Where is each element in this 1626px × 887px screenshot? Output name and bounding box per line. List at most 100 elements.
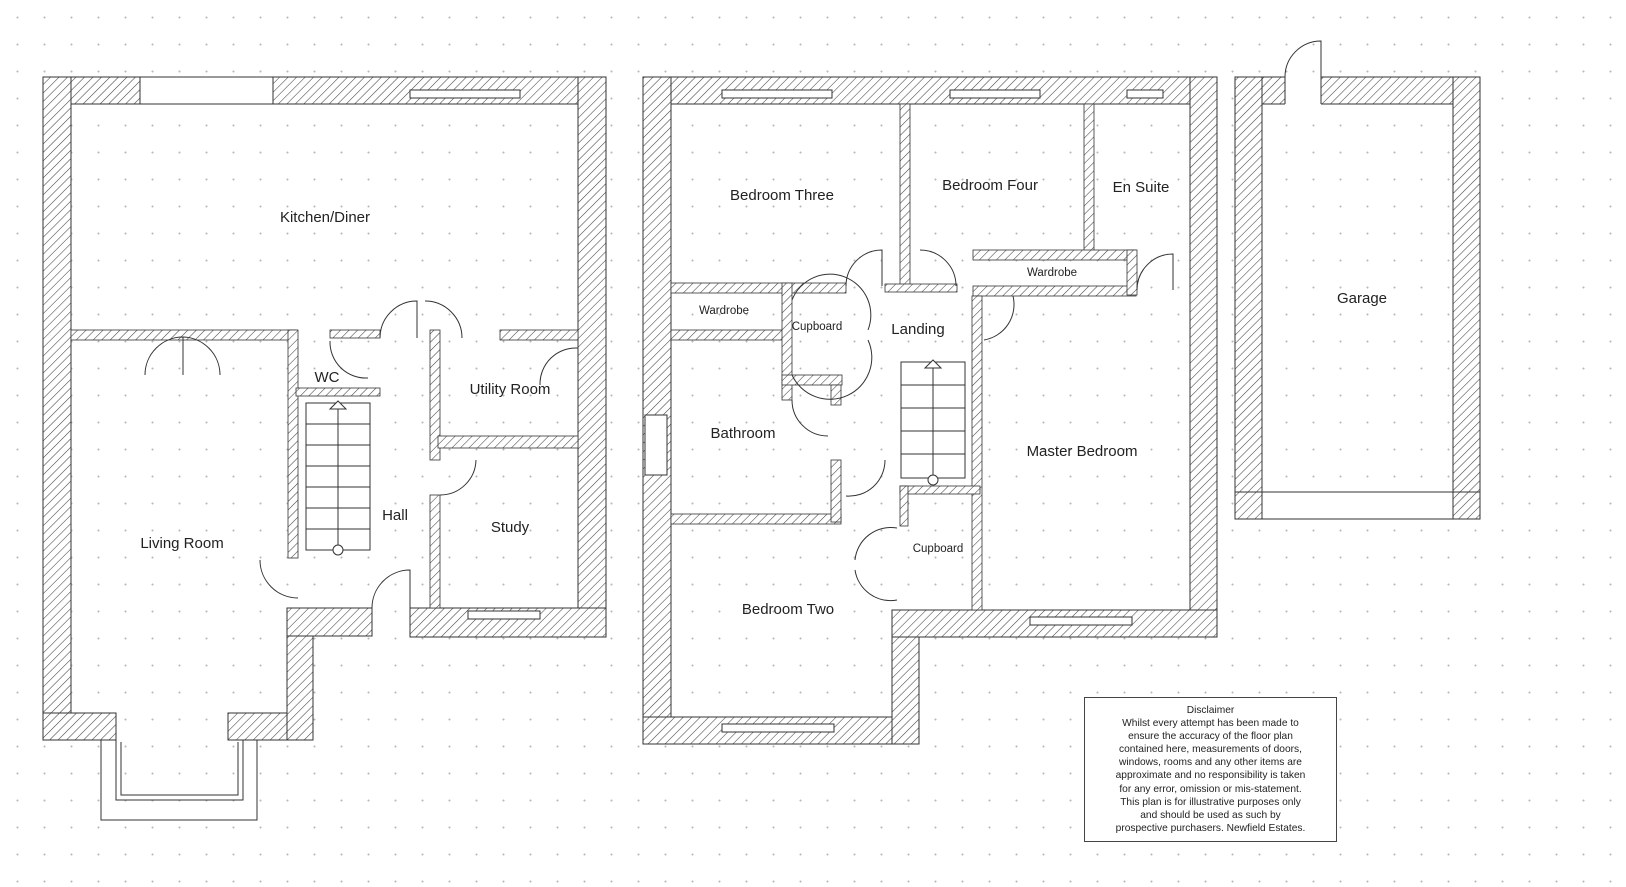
gf-wall-porch-top [286,607,373,637]
label-kitchen: Kitchen/Diner [280,209,370,226]
garage-wall-bottom-left [1234,491,1263,520]
ff-wall-bottom-right [891,609,1218,638]
gf-door-living [259,559,299,599]
disclaimer-line: Whilst every attempt has been made to [1122,718,1299,730]
disclaimer-line: prospective purchasers. Newfield Estates… [1115,822,1306,834]
ground-floor [42,76,607,821]
gf-staircase [305,400,371,556]
disclaimer-line: and should be used as such by [1140,809,1281,821]
ff-wall-wardrobe-left-bottom [670,329,785,341]
disclaimer-line: approximate and no responsibility is tak… [1115,770,1306,782]
garage-door-opening [1261,491,1454,520]
ff-window-bed2 [721,723,835,733]
ff-door-cupboard-top [791,273,873,400]
gf-wall-kitchen-hall [329,329,381,339]
gf-wall-bottom-left [42,712,117,741]
disclaimer-line: windows, rooms and any other items are [1119,757,1302,769]
first-floor [642,76,1218,745]
ff-wall-left [642,76,672,745]
ff-wall-bed4-ensuite [1083,103,1095,253]
label-study: Study [491,519,530,536]
ff-door-bed3 [845,249,883,287]
ff-wall-cupboard-bot-left [899,485,909,527]
label-bathroom: Bathroom [710,425,775,442]
ff-window-bed3 [721,89,833,99]
gf-door-kitchen-living [144,336,221,376]
gf-wall-wc-bottom [295,387,381,397]
gf-wall-right [577,76,607,638]
room-labels: Kitchen/Diner Living Room WC Hall Utilit… [140,177,1387,618]
ff-wall-bathroom-right [830,459,842,523]
gf-door-utility [424,300,463,339]
gf-wall-hall-right-top [429,329,441,461]
ff-wall-ensuite-left [1126,249,1138,296]
ff-wall-bed3-bottom [670,282,847,294]
ff-door-cupboard-bottom [854,526,898,602]
disclaimer-line: ensure the accuracy of the floor plan [1128,731,1293,743]
label-en-suite: En Suite [1113,179,1170,196]
gf-window-kitchen-right [409,89,521,99]
gf-window-study [467,610,541,620]
gf-door-utility-outside [539,347,579,386]
garage-wall-bottom-right [1452,491,1481,520]
garage-side-door [1284,40,1322,104]
ff-wall-cupboard-bottom [781,374,843,386]
label-utility: Utility Room [470,381,551,398]
ff-staircase [900,359,966,486]
ff-door-ensuite [1136,253,1174,291]
gf-wall-utility-study [437,435,579,449]
ff-wall-landing-top [884,283,958,293]
ff-wall-bathroom-right-top [830,384,842,406]
ff-wall-right [1189,76,1218,638]
label-living: Living Room [140,535,223,552]
label-wardrobe-left: Wardrobe [699,305,749,317]
ff-window-master [1029,616,1133,626]
disclaimer-title: Disclaimer [1186,705,1235,716]
label-wc: WC [315,369,340,386]
label-bedroom-three: Bedroom Three [730,187,834,204]
label-master-bedroom: Master Bedroom [1027,443,1138,460]
garage-wall-left [1234,76,1263,520]
ff-wall-bed3-bed4 [899,103,911,289]
gf-wall-kitchen-utility [499,329,579,341]
ff-wall-cupboard-bot-top [899,485,981,495]
ff-door-landing-bottom [845,459,886,497]
gf-wall-top [42,76,607,105]
garage-wall-top [1234,76,1481,105]
gf-door-wc [329,340,369,379]
gf-window-kitchen-left [139,76,274,105]
gf-door-study [439,459,477,496]
label-hall: Hall [382,507,408,524]
label-bedroom-two: Bedroom Two [742,601,834,618]
label-garage: Garage [1337,290,1387,307]
label-bedroom-four: Bedroom Four [942,177,1038,194]
disclaimer-line: contained here, measurements of doors, [1119,744,1302,756]
ff-door-master [983,295,1015,341]
disclaimer-line: This plan is for illustrative purposes o… [1120,796,1301,808]
gf-wall-living-hall [287,329,299,559]
gf-bay-window [100,740,258,821]
label-wardrobe-right: Wardrobe [1027,267,1077,279]
disclaimer-line: for any error, omission or mis-statement… [1119,783,1302,795]
ff-door-bathroom [791,399,829,437]
ff-window-bathroom [644,414,668,476]
label-landing: Landing [891,321,944,338]
ff-wall-wardrobe-right-bottom [972,285,1137,297]
gf-door-kitchen-hall [379,300,418,339]
gf-wall-left [42,76,72,741]
ff-window-ensuite [1126,89,1164,99]
ff-door-bed4 [919,249,957,287]
gf-wall-hall-right-bottom [429,494,441,609]
garage [1234,40,1481,520]
ff-wall-landing-master [971,295,983,611]
ff-wall-wardrobe-right-box [972,249,1137,261]
ff-wall-bathroom-bottom [670,513,842,525]
ff-wall-cupboard-left [781,282,793,401]
label-cupboard-bottom: Cupboard [913,543,964,555]
label-cupboard-top: Cupboard [792,321,843,333]
gf-door-front [371,569,411,609]
ff-window-bed4 [949,89,1041,99]
garage-wall-right [1452,76,1481,520]
disclaimer-box: Disclaimer Whilst every attempt has been… [1084,697,1337,842]
